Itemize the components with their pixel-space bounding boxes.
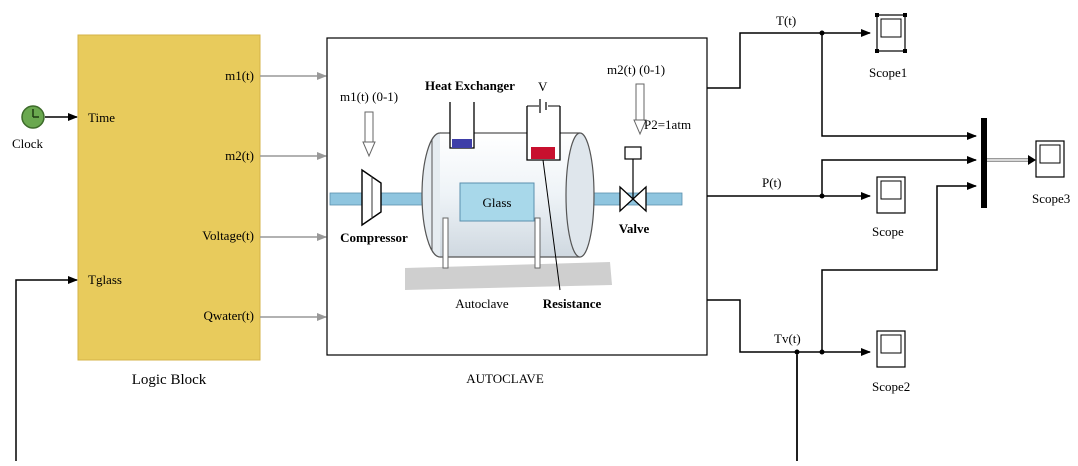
- logic-input-time: Time: [88, 110, 115, 125]
- valve-icon: [619, 146, 647, 213]
- t-signal-label: T(t): [776, 13, 796, 28]
- compressor-label: Compressor: [340, 230, 408, 245]
- voltage-label: V: [538, 79, 548, 94]
- glass-box: [459, 182, 535, 222]
- p2-label: P2=1atm: [644, 117, 691, 132]
- m1-indicator-label: m1(t) (0-1): [340, 89, 398, 104]
- autoclave-label: Autoclave: [455, 296, 509, 311]
- logic-output-m2: m2(t): [225, 148, 254, 163]
- logic-output-m1: m1(t): [225, 68, 254, 83]
- p-to-mux-wire: [821, 156, 977, 196]
- heat-exchanger-label: Heat Exchanger: [425, 78, 515, 93]
- scope-label: Scope: [872, 224, 904, 239]
- clock-block[interactable]: [21, 105, 45, 129]
- tv-to-mux-wire: [821, 182, 977, 352]
- floor-shadow: [405, 262, 612, 290]
- resistance-pointer: [542, 159, 561, 291]
- logic-to-autoclave-wires: [260, 72, 327, 321]
- m1-down-arrow-icon: [362, 111, 376, 158]
- heat-exchanger: [449, 102, 475, 149]
- scope1-label: Scope1: [869, 65, 907, 80]
- m2-indicator-label: m2(t) (0-1): [607, 62, 665, 77]
- mux-block[interactable]: [981, 118, 987, 208]
- scope1-block[interactable]: [875, 13, 907, 53]
- glass-label: Glass: [483, 195, 512, 210]
- scope2-block[interactable]: [876, 330, 906, 368]
- logic-block[interactable]: [77, 34, 261, 361]
- tv-signal-wire: [707, 299, 871, 356]
- compressor: [361, 168, 382, 227]
- autoclave-title: AUTOCLAVE: [466, 371, 544, 386]
- logic-input-tglass: Tglass: [88, 272, 122, 287]
- logic-output-voltage: Voltage(t): [202, 228, 254, 243]
- t-to-mux-wire: [821, 33, 977, 140]
- scope-block[interactable]: [876, 176, 906, 214]
- logic-output-qwater: Qwater(t): [203, 308, 254, 323]
- resistance-heater: [526, 99, 561, 161]
- logic-block-title: Logic Block: [132, 372, 207, 388]
- scope2-label: Scope2: [872, 379, 910, 394]
- tv-signal-label: Tv(t): [774, 331, 801, 346]
- t-signal-wire: [707, 29, 871, 89]
- clock-label: Clock: [12, 136, 44, 151]
- p-signal-label: P(t): [762, 175, 782, 190]
- scope3-label: Scope3: [1032, 191, 1070, 206]
- scope3-block[interactable]: [1035, 140, 1065, 178]
- resistance-label: Resistance: [543, 296, 602, 311]
- valve-label: Valve: [619, 221, 650, 236]
- m2-down-arrow-icon: [633, 83, 647, 136]
